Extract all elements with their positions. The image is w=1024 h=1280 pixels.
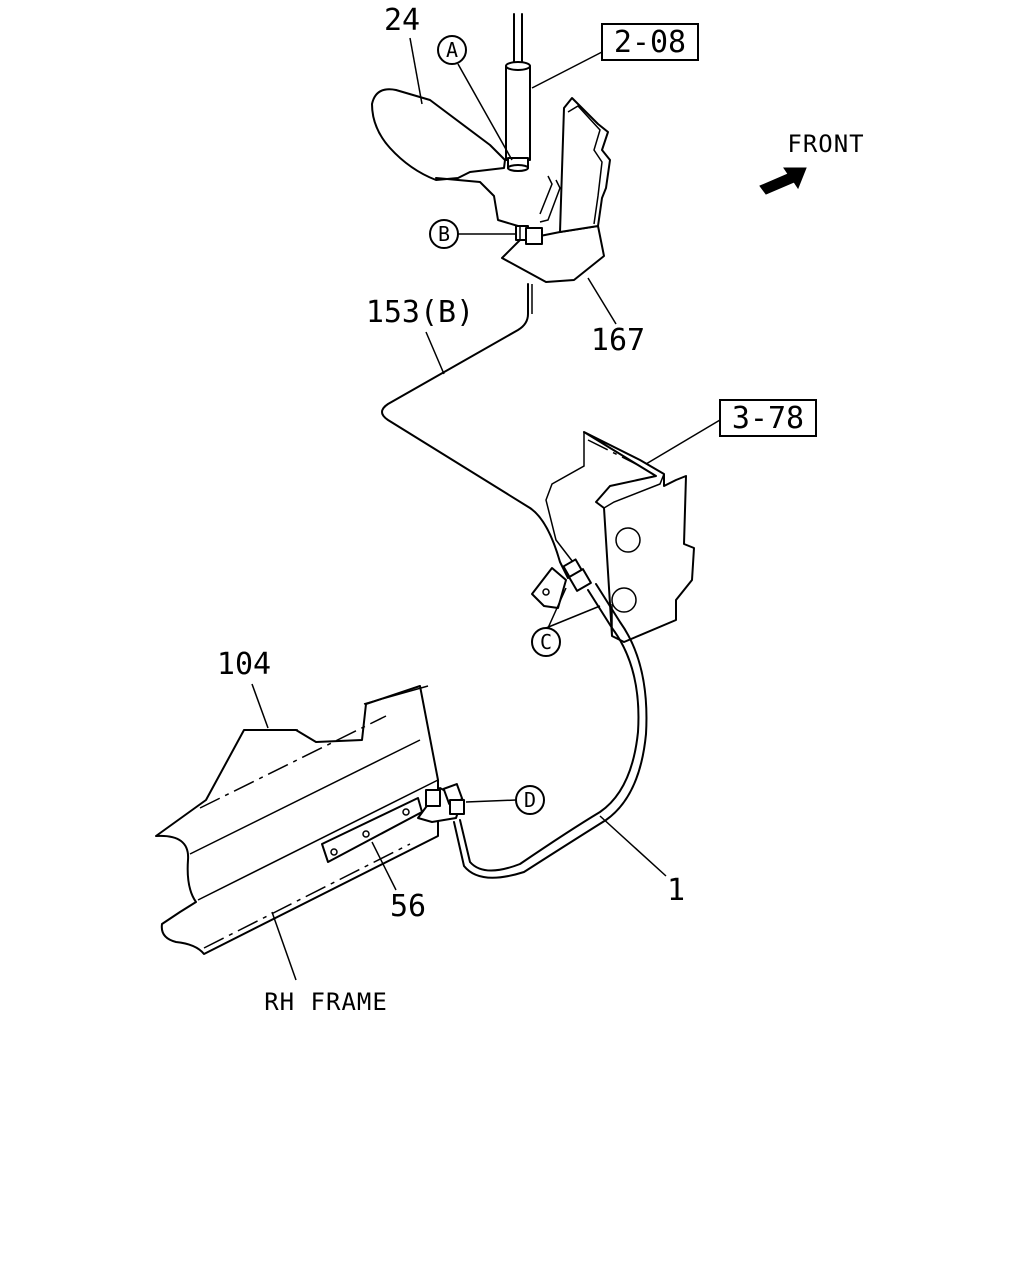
pipe-1 [453, 583, 648, 879]
fitting-d [417, 783, 465, 823]
rh-frame-label: RH FRAME [264, 988, 388, 1016]
upper-hose-assembly [505, 13, 531, 172]
front-direction-arrow-icon [759, 167, 807, 195]
fitting-c [531, 558, 592, 609]
pipe-153b [381, 283, 569, 579]
svg-text:2-08: 2-08 [614, 25, 686, 60]
front-label: FRONT [787, 130, 864, 158]
label-part-167: 167 [591, 323, 645, 358]
label-part-24: 24 [384, 3, 420, 38]
svg-text:D: D [524, 788, 536, 812]
label-part-104: 104 [217, 647, 271, 682]
label-part-1: 1 [667, 873, 685, 908]
label-part-153b: 153(B) [366, 295, 474, 330]
ref-box-3-78: 3-78 [719, 399, 817, 437]
svg-text:C: C [540, 630, 552, 654]
svg-text:A: A [446, 38, 458, 62]
callout-d: D [515, 785, 545, 815]
part-bracket-3-78 [545, 431, 695, 643]
label-part-56: 56 [390, 889, 426, 924]
callout-b: B [429, 219, 459, 249]
leader-lines [244, 37, 721, 981]
ref-box-2-08: 2-08 [601, 23, 699, 61]
upper-hose [435, 177, 519, 227]
svg-text:B: B [438, 222, 450, 246]
fitting-b [515, 225, 543, 245]
callout-c: C [531, 627, 561, 657]
callout-a: A [437, 35, 467, 65]
part-24-bracket [371, 88, 506, 181]
svg-text:3-78: 3-78 [732, 401, 804, 436]
